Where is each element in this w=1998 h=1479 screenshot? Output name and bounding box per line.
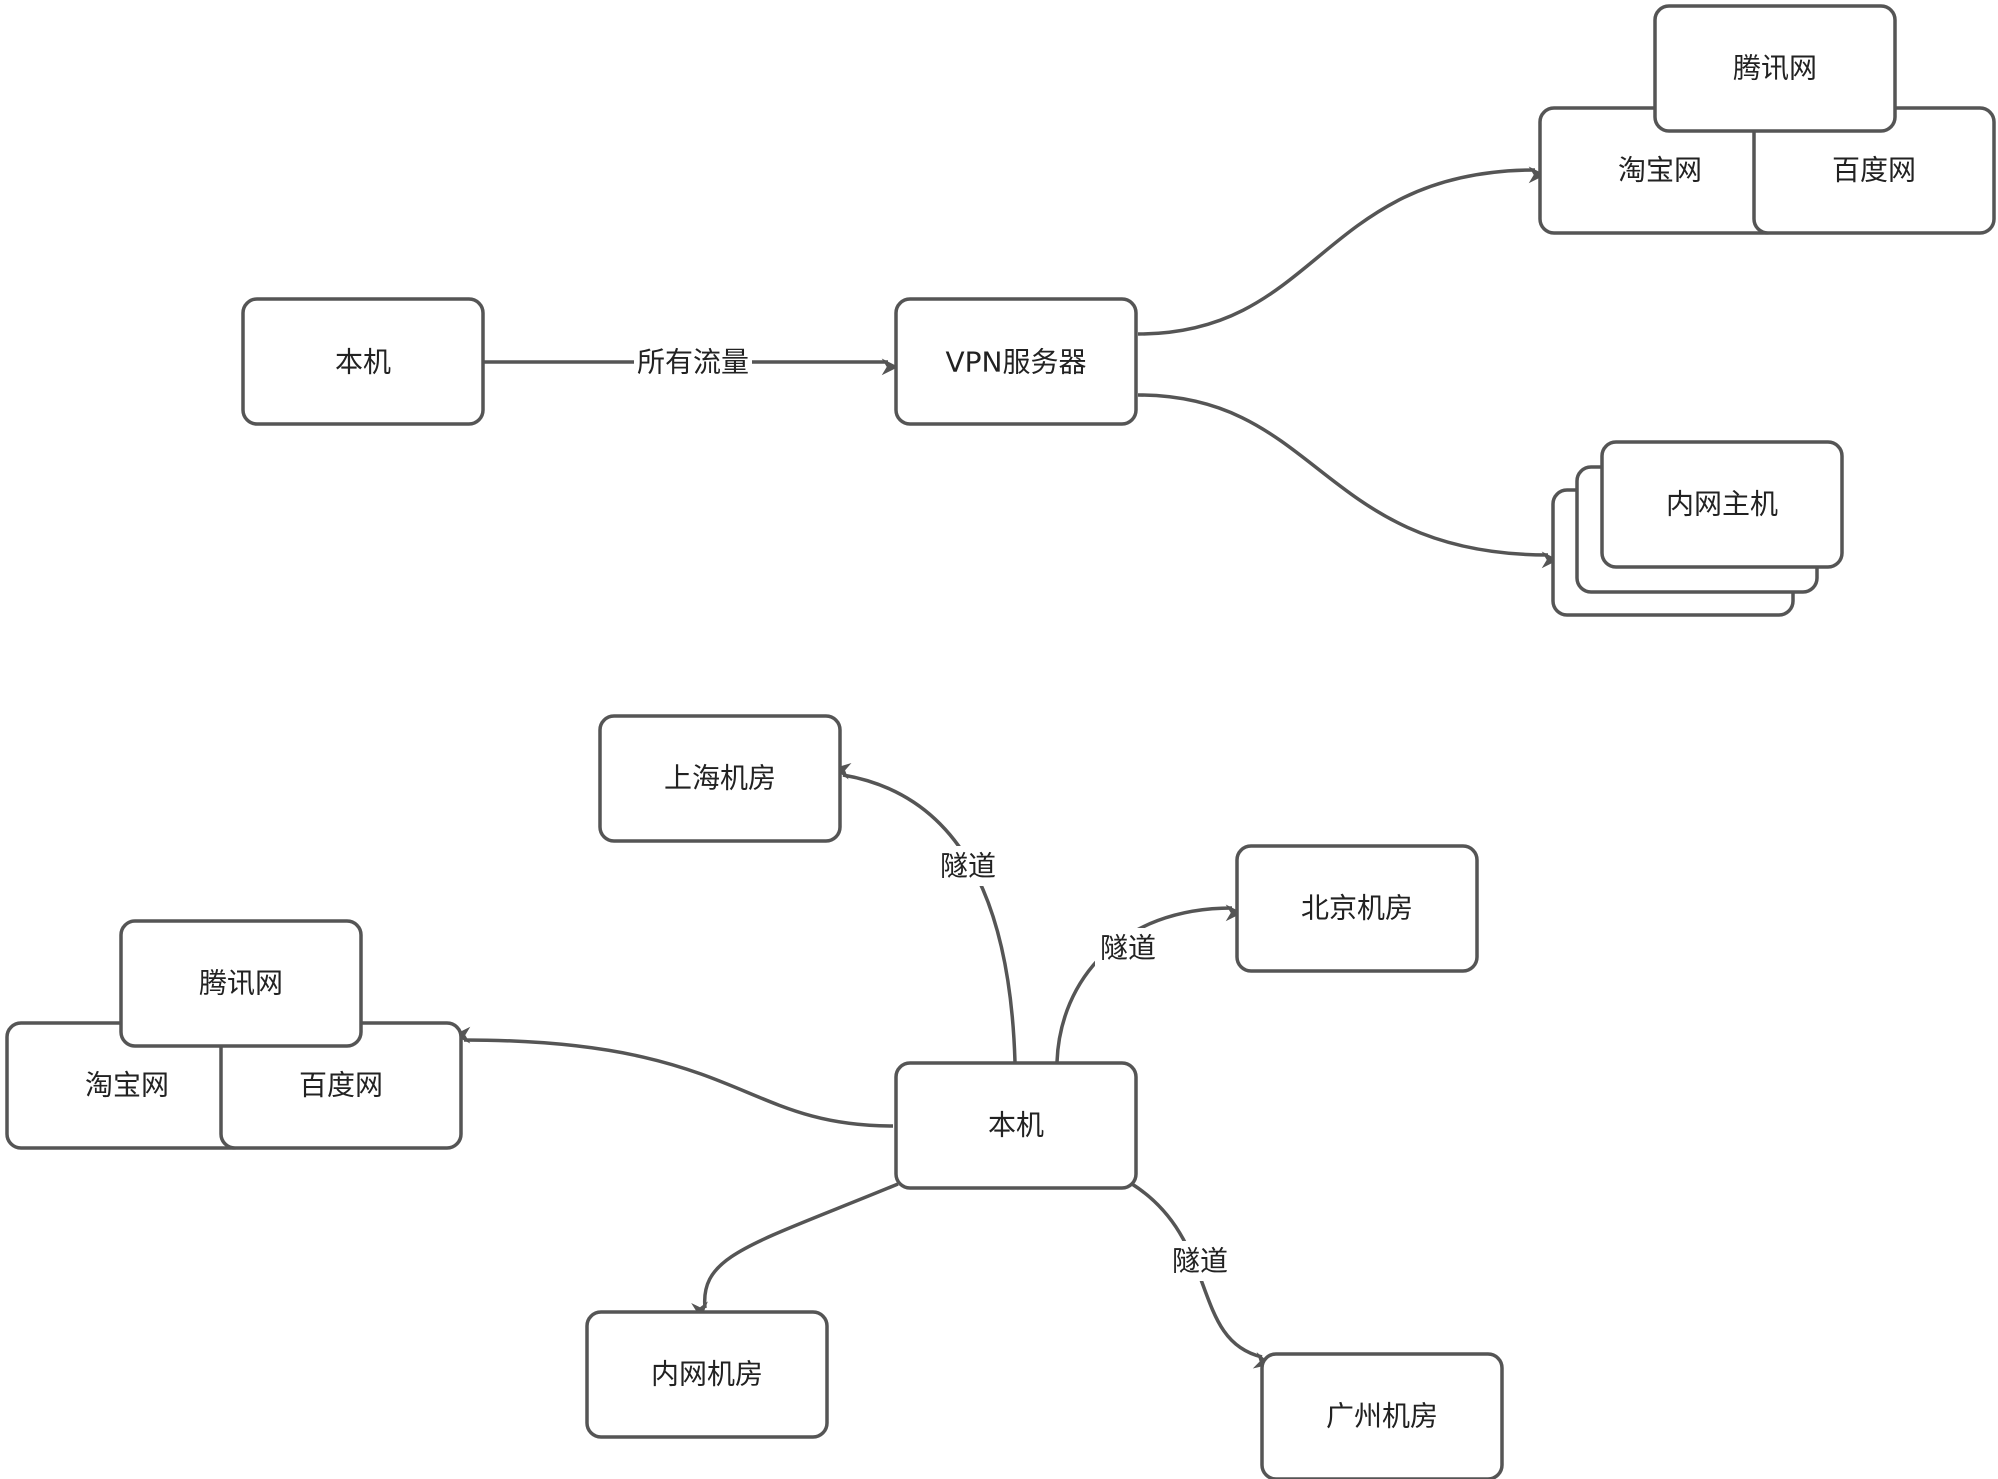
edge-local-to-shanghai (833, 762, 1017, 1063)
tunnel-label: 隧道 (940, 850, 996, 883)
diagram-split-tunnel: 隧道 隧道 隧道 上海机房 北京机房 淘宝网 百度 (5, 714, 1504, 1479)
node-intranet-host-stack[interactable]: 内网主机 (1551, 440, 1844, 617)
node-baidu-bottom[interactable]: 百度网 (219, 1021, 463, 1150)
node-label: VPN服务器 (946, 346, 1087, 379)
websites-cluster-bottom: 淘宝网 百度网 腾讯网 (5, 919, 463, 1150)
node-tencent-top[interactable]: 腾讯网 (1653, 4, 1897, 133)
edge-local-to-intranet-room (691, 1182, 899, 1319)
edge-local-to-guangzhou (1131, 1182, 1272, 1369)
node-label: 百度网 (299, 1069, 383, 1102)
node-label: 淘宝网 (1618, 154, 1702, 187)
node-label: 腾讯网 (1733, 52, 1817, 85)
node-label: 本机 (988, 1109, 1044, 1142)
node-intranet-room[interactable]: 内网机房 (585, 1310, 829, 1439)
node-label: 腾讯网 (199, 967, 283, 1000)
node-label: 本机 (335, 346, 391, 379)
edge-local-to-websites (453, 1026, 894, 1128)
diagram-vpn-all-traffic: 所有流量 本机 VPN服务器 淘宝网 百度网 腾讯网 (241, 4, 1996, 617)
edge-vpn-to-websites (1137, 166, 1546, 336)
all-traffic-label: 所有流量 (637, 346, 749, 379)
node-baidu-top[interactable]: 百度网 (1752, 106, 1996, 235)
node-label: 内网主机 (1666, 488, 1778, 521)
edge-label-tunnel-guangzhou: 隧道 (1167, 1241, 1233, 1281)
node-label: 内网机房 (651, 1358, 763, 1391)
edge-label-tunnel-shanghai: 隧道 (935, 846, 1001, 886)
node-local-top[interactable]: 本机 (241, 297, 485, 426)
node-local-bottom[interactable]: 本机 (894, 1061, 1138, 1190)
node-label: 北京机房 (1301, 892, 1413, 925)
edge-vpn-to-intranet-host (1137, 393, 1559, 569)
node-tencent-bottom[interactable]: 腾讯网 (119, 919, 363, 1048)
node-label: 上海机房 (664, 762, 776, 795)
node-guangzhou-room[interactable]: 广州机房 (1260, 1352, 1504, 1479)
edge-label-all-traffic: 所有流量 (634, 342, 752, 382)
websites-cluster-top: 淘宝网 百度网 腾讯网 (1538, 4, 1996, 235)
node-vpn-server[interactable]: VPN服务器 (894, 297, 1138, 426)
node-label: 百度网 (1832, 154, 1916, 187)
node-shanghai-room[interactable]: 上海机房 (598, 714, 842, 843)
tunnel-label: 隧道 (1172, 1245, 1228, 1278)
node-beijing-room[interactable]: 北京机房 (1235, 844, 1479, 973)
edge-label-tunnel-beijing: 隧道 (1095, 928, 1161, 968)
node-label: 广州机房 (1326, 1400, 1438, 1433)
node-label: 淘宝网 (85, 1069, 169, 1102)
tunnel-label: 隧道 (1100, 932, 1156, 965)
